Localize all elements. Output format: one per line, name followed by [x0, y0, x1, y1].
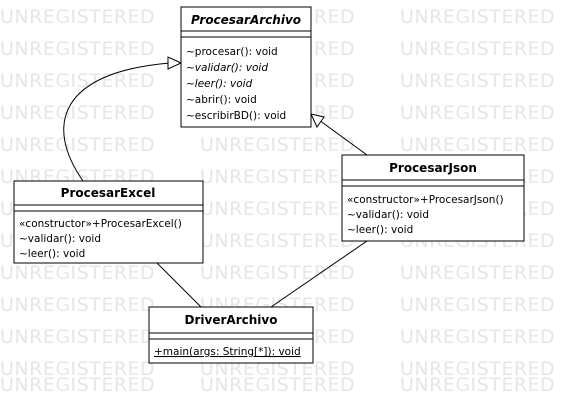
watermark-text: UNREGISTERED — [400, 262, 555, 284]
class-procesar-archivo-name: ProcesarArchivo — [191, 13, 301, 27]
watermark-text: UNREGISTERED — [0, 38, 155, 60]
watermark-text: UNREGISTERED — [0, 262, 155, 284]
class-procesar-excel-member: ~validar(): void — [19, 233, 101, 245]
class-procesar-excel-name: ProcesarExcel — [61, 186, 156, 200]
watermark-text: UNREGISTERED — [200, 262, 355, 284]
class-procesar-json-member: ~leer(): void — [347, 224, 413, 236]
watermark-text: UNREGISTERED — [0, 358, 155, 380]
watermark-text: UNREGISTERED — [400, 6, 555, 28]
class-procesar-archivo[interactable]: ProcesarArchivo ~procesar(): void ~valid… — [180, 6, 312, 128]
class-procesar-archivo-member: ~validar(): void — [186, 62, 268, 74]
edge-json-extends-archivo[interactable] — [318, 119, 368, 156]
watermark-text: UNREGISTERED — [400, 326, 555, 348]
edge-json-driver-association[interactable] — [270, 240, 368, 308]
watermark-text: UNREGISTERED — [0, 102, 155, 124]
class-procesar-json-member: ~validar(): void — [347, 209, 429, 221]
class-procesar-excel[interactable]: ProcesarExcel «constructor»+ProcesarExce… — [13, 180, 204, 264]
generalization-arrowhead-excel — [167, 56, 183, 70]
class-procesar-archivo-frame — [180, 6, 312, 128]
watermark-text: UNREGISTERED — [0, 374, 155, 396]
watermark-text: UNREGISTERED — [400, 70, 555, 92]
class-procesar-archivo-member: ~abrir(): void — [186, 94, 257, 106]
watermark-text: UNREGISTERED — [0, 326, 155, 348]
edge-excel-driver-association[interactable] — [156, 262, 202, 308]
class-procesar-json-name: ProcesarJson — [389, 161, 477, 175]
class-procesar-excel-frame — [13, 180, 204, 264]
class-driver-archivo[interactable]: DriverArchivo +main(args: String[*]): vo… — [148, 306, 314, 364]
watermark-text: UNREGISTERED — [400, 38, 555, 60]
watermark-text: UNREGISTERED — [400, 102, 555, 124]
watermark-text: UNREGISTERED — [200, 134, 355, 156]
watermark-text: UNREGISTERED — [0, 70, 155, 92]
generalization-arrowhead-json — [310, 113, 325, 128]
class-procesar-json-frame — [341, 154, 525, 242]
watermark-text: UNREGISTERED — [200, 198, 355, 220]
watermark-text: UNREGISTERED — [200, 230, 355, 252]
class-driver-archivo-member: +main(args: String[*]): void — [154, 346, 301, 358]
watermark-text: UNREGISTERED — [400, 294, 555, 316]
relationship-edges — [63, 56, 368, 308]
watermark-text: UNREGISTERED — [400, 358, 555, 380]
class-procesar-excel-member: «constructor»+ProcesarExcel() — [19, 218, 182, 230]
class-procesar-json-member: «constructor»+ProcesarJson() — [347, 194, 504, 206]
edge-excel-extends-archivo[interactable] — [63, 62, 171, 182]
class-procesar-archivo-member: ~procesar(): void — [186, 46, 278, 58]
class-procesar-excel-member: ~leer(): void — [19, 248, 85, 260]
watermark-text: UNREGISTERED — [0, 134, 155, 156]
watermark-text: UNREGISTERED — [400, 374, 555, 396]
class-driver-archivo-name: DriverArchivo — [185, 313, 278, 327]
watermark-text: UNREGISTERED — [0, 6, 155, 28]
watermark-text: UNREGISTERED — [0, 294, 155, 316]
watermark-text: UNREGISTERED — [400, 134, 555, 156]
class-procesar-archivo-member: ~leer(): void — [186, 78, 253, 90]
class-driver-archivo-frame — [148, 306, 314, 364]
watermark-text: UNREGISTERED — [200, 166, 355, 188]
class-procesar-archivo-member: ~escribirBD(): void — [186, 110, 286, 122]
watermark-text: UNREGISTERED — [200, 374, 355, 396]
class-procesar-json[interactable]: ProcesarJson «constructor»+ProcesarJson(… — [341, 154, 525, 242]
